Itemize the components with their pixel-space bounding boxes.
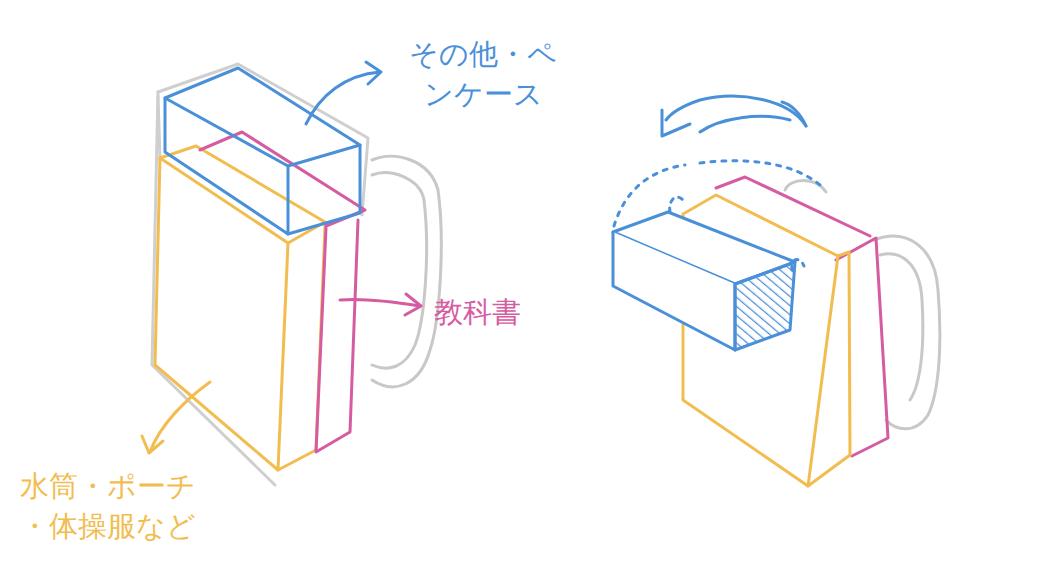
right-backpack [613, 96, 940, 486]
left-backpack [142, 62, 441, 485]
bottle-pouch-label: 水筒・ポーチ ・体操服など [20, 466, 212, 546]
textbook-label: 教科書 [434, 292, 554, 332]
pencil-case-label: その他・ペ ンケース [404, 34, 562, 114]
